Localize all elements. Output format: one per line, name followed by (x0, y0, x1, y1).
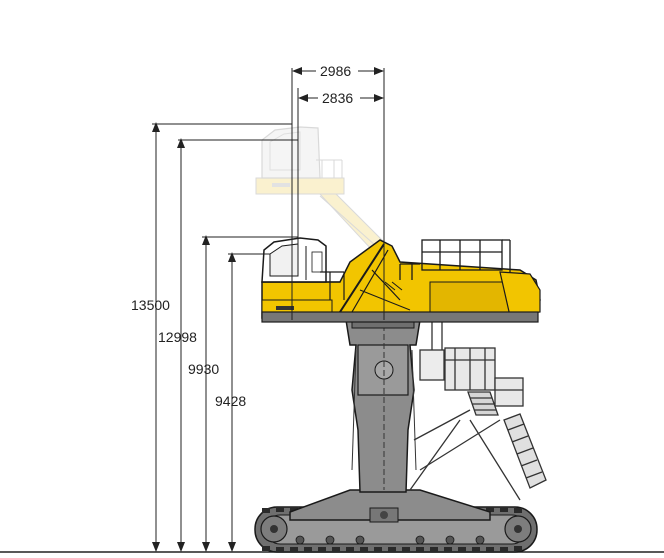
upper-structure (261, 237, 541, 323)
dim-max-height: 13500 (131, 297, 170, 313)
access-stairs (409, 318, 547, 501)
dim-height-2: 12998 (158, 329, 197, 345)
dim-height-3: 9930 (188, 361, 219, 377)
dim-offset-1: 2986 (320, 63, 351, 79)
dim-height-4: 9428 (215, 393, 246, 409)
dim-offset-2: 2836 (322, 90, 353, 106)
carbody (289, 489, 491, 523)
pedestal-column (345, 319, 421, 493)
raised-cab-ghost (255, 126, 385, 251)
dimension-arrowheads (152, 67, 384, 552)
